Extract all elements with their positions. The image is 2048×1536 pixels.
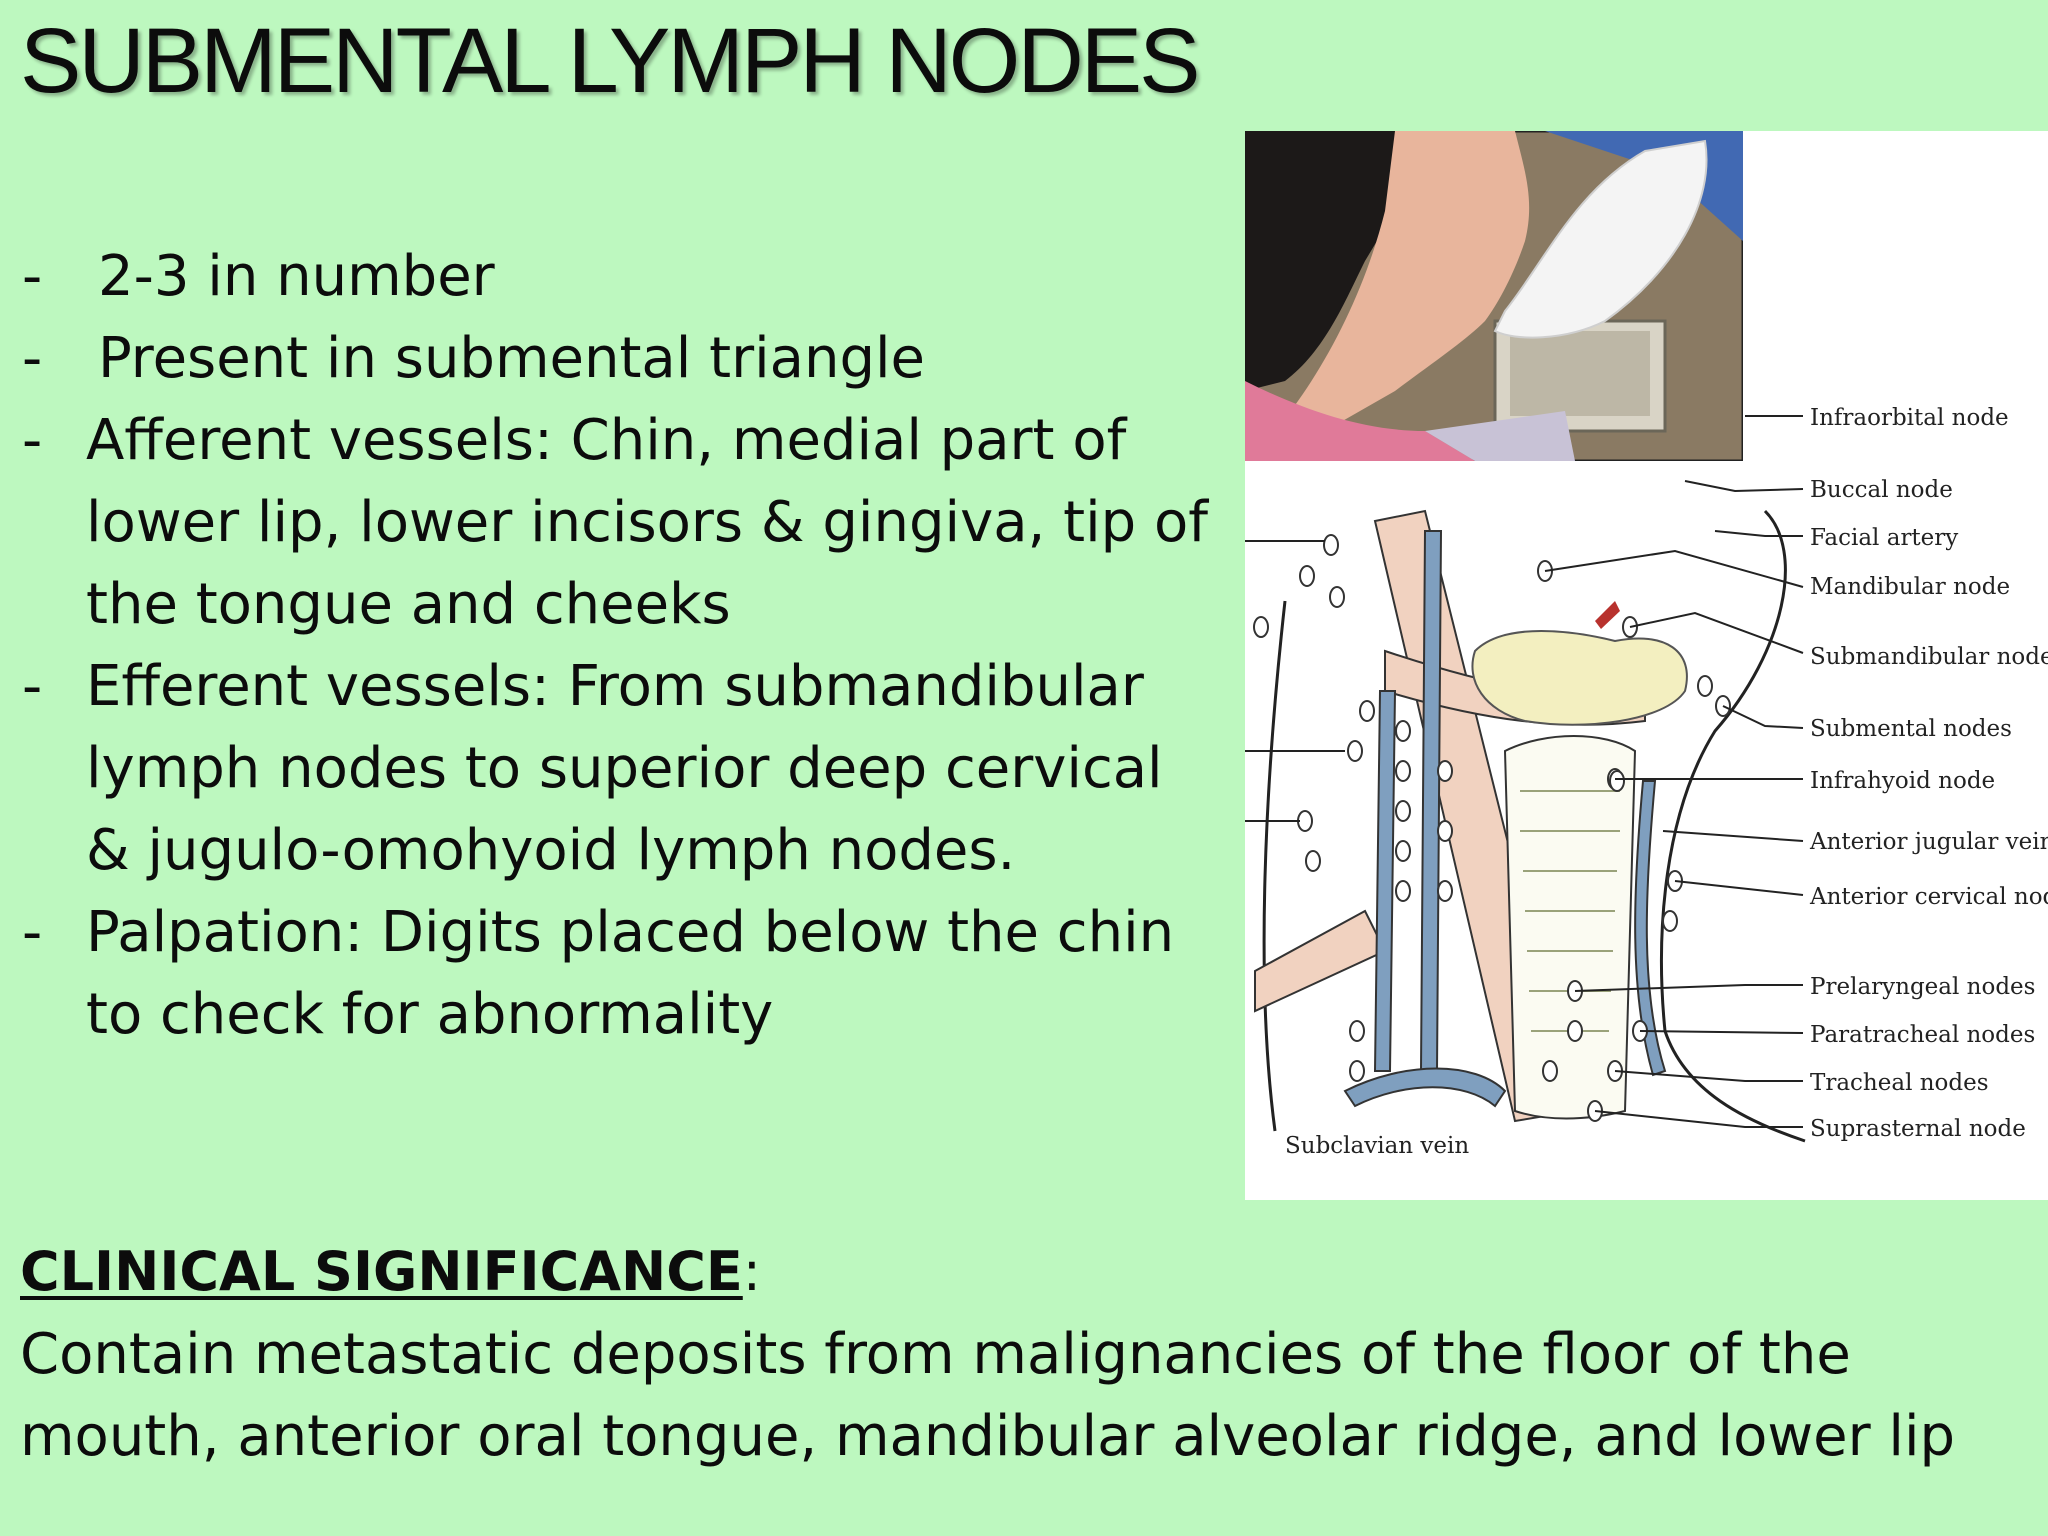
bullet-text: 2-3 in number <box>98 244 495 309</box>
label-infraorbital-node: Infraorbital node <box>1810 405 2009 431</box>
label-anterior-cervical-node: Anterior cervical node <box>1809 884 2048 910</box>
palpation-photo <box>1245 131 1743 461</box>
bullet-text: Palpation: Digits placed below the chin … <box>86 900 1175 1047</box>
bullet-text: Efferent vessels: From submandibular lym… <box>86 654 1163 883</box>
label-prelaryngeal-nodes: Prelaryngeal nodes <box>1810 974 2035 1000</box>
bullet-dash: - <box>22 654 43 719</box>
label-mandibular-node: Mandibular node <box>1810 574 2010 600</box>
label-tracheal-nodes: Tracheal nodes <box>1810 1070 1989 1096</box>
label-submandibular-nodes: Submandibular nodes <box>1810 644 2048 670</box>
label-anterior-jugular-vein: Anterior jugular vein <box>1809 829 2048 855</box>
label-infrahyoid-node: Infrahyoid node <box>1810 768 1995 794</box>
bullet-item: -Afferent vessels: Chin, medial part of … <box>22 400 1222 646</box>
label-suprasternal-node: Suprasternal node <box>1810 1116 2026 1142</box>
bullet-dash: - <box>22 900 43 965</box>
label-facial-artery: Facial artery <box>1810 525 1958 551</box>
bullet-dash: - <box>22 408 43 473</box>
bullet-dash: - <box>22 326 43 391</box>
bullet-item: -Present in submental triangle <box>22 318 1222 400</box>
clinical-significance-heading: CLINICAL SIGNIFICANCE: <box>20 1240 761 1304</box>
bullet-dash: - <box>22 244 43 309</box>
label-buccal-node: Buccal node <box>1810 477 1953 503</box>
clinical-heading-text: CLINICAL SIGNIFICANCE <box>20 1240 743 1303</box>
bullet-item: -Palpation: Digits placed below the chin… <box>22 892 1222 1056</box>
clinical-significance-text: Contain metastatic deposits from maligna… <box>20 1322 1956 1469</box>
clinical-heading-colon: : <box>742 1240 761 1303</box>
label-subclavian-vein: Subclavian vein <box>1285 1133 1469 1159</box>
bullet-item: -2-3 in number <box>22 236 1222 318</box>
bullet-item: -Efferent vessels: From submandibular ly… <box>22 646 1222 892</box>
bullet-text: Present in submental triangle <box>98 326 926 391</box>
slide-title: SUBMENTAL LYMPH NODES <box>20 10 1201 112</box>
label-paratracheal-nodes: Paratracheal nodes <box>1810 1022 2035 1048</box>
bullet-list: -2-3 in number -Present in submental tri… <box>22 236 1222 1056</box>
label-submental-nodes: Submental nodes <box>1810 716 2012 742</box>
bullet-text: Afferent vessels: Chin, medial part of l… <box>86 408 1208 637</box>
